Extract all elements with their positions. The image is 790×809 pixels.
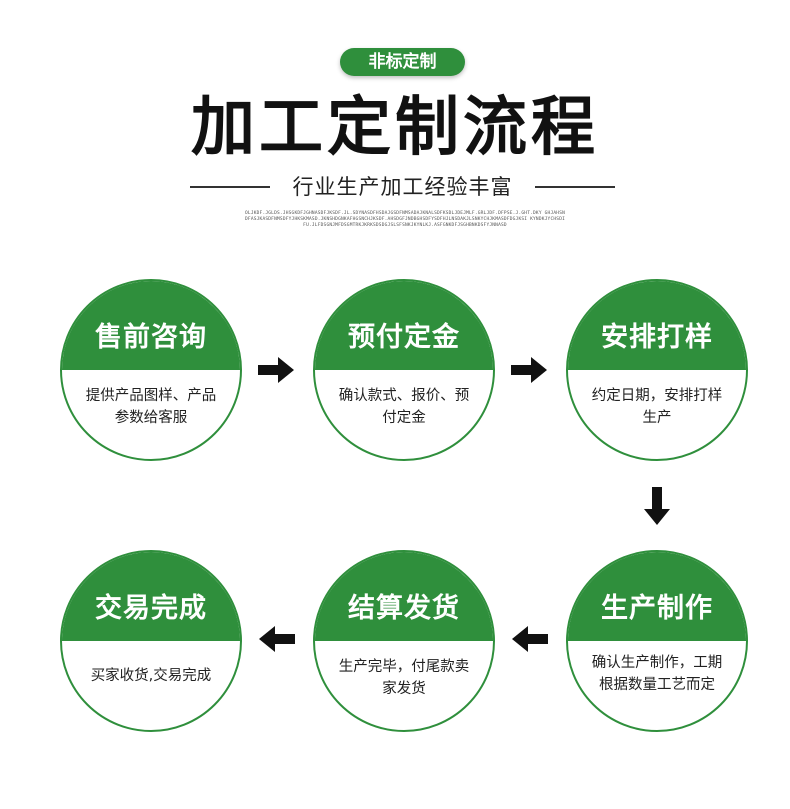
step-title: 生产制作 — [601, 593, 713, 624]
step-title: 交易完成 — [95, 593, 207, 624]
step-description: 买家收货,交易完成 — [90, 668, 212, 684]
step-header-bg — [62, 552, 240, 641]
step-production: 生产制作 确认生产制作，工期根据数量工艺而定 — [566, 550, 748, 732]
step-header-bg — [568, 552, 746, 641]
page-title: 加工定制流程 — [191, 91, 599, 165]
subtitle-row: 行业生产加工经验丰富 — [190, 172, 615, 202]
step-title: 预付定金 — [348, 322, 460, 353]
arrow-down-icon — [644, 487, 670, 525]
arrow-right-icon — [258, 357, 294, 383]
fine-print: OLJKDF.JGLDS.JHSGKDFJGHNASDFJKSDF.JL.SDY… — [245, 211, 566, 228]
step-description: 确认款式、报价、预付定金 — [338, 388, 470, 426]
step-title: 安排打样 — [601, 322, 713, 353]
step-title: 结算发货 — [348, 593, 460, 624]
arrow-right-icon — [511, 357, 547, 383]
arrow-left-icon — [512, 626, 548, 652]
step-header-bg — [62, 281, 240, 370]
step-header-bg — [315, 281, 493, 370]
custom-badge: 非标定制 — [340, 48, 465, 76]
step-header-bg — [568, 281, 746, 370]
step-description: 生产完毕，付尾款卖家发货 — [338, 659, 470, 697]
arrow-left-icon — [259, 626, 295, 652]
step-sampling: 安排打样 约定日期，安排打样生产 — [566, 279, 748, 461]
divider-left — [190, 186, 270, 188]
step-presale-consult: 售前咨询 提供产品图样、产品参数给客服 — [60, 279, 242, 461]
divider-right — [535, 186, 615, 188]
step-header-bg — [315, 552, 493, 641]
step-description: 约定日期，安排打样生产 — [591, 388, 723, 426]
step-description: 提供产品图样、产品参数给客服 — [85, 388, 217, 426]
step-completed: 交易完成 买家收货,交易完成 — [60, 550, 242, 732]
step-settle-ship: 结算发货 生产完毕，付尾款卖家发货 — [313, 550, 495, 732]
step-deposit: 预付定金 确认款式、报价、预付定金 — [313, 279, 495, 461]
step-description: 确认生产制作，工期根据数量工艺而定 — [591, 655, 723, 693]
subtitle: 行业生产加工经验丰富 — [292, 175, 513, 199]
step-title: 售前咨询 — [95, 322, 207, 353]
